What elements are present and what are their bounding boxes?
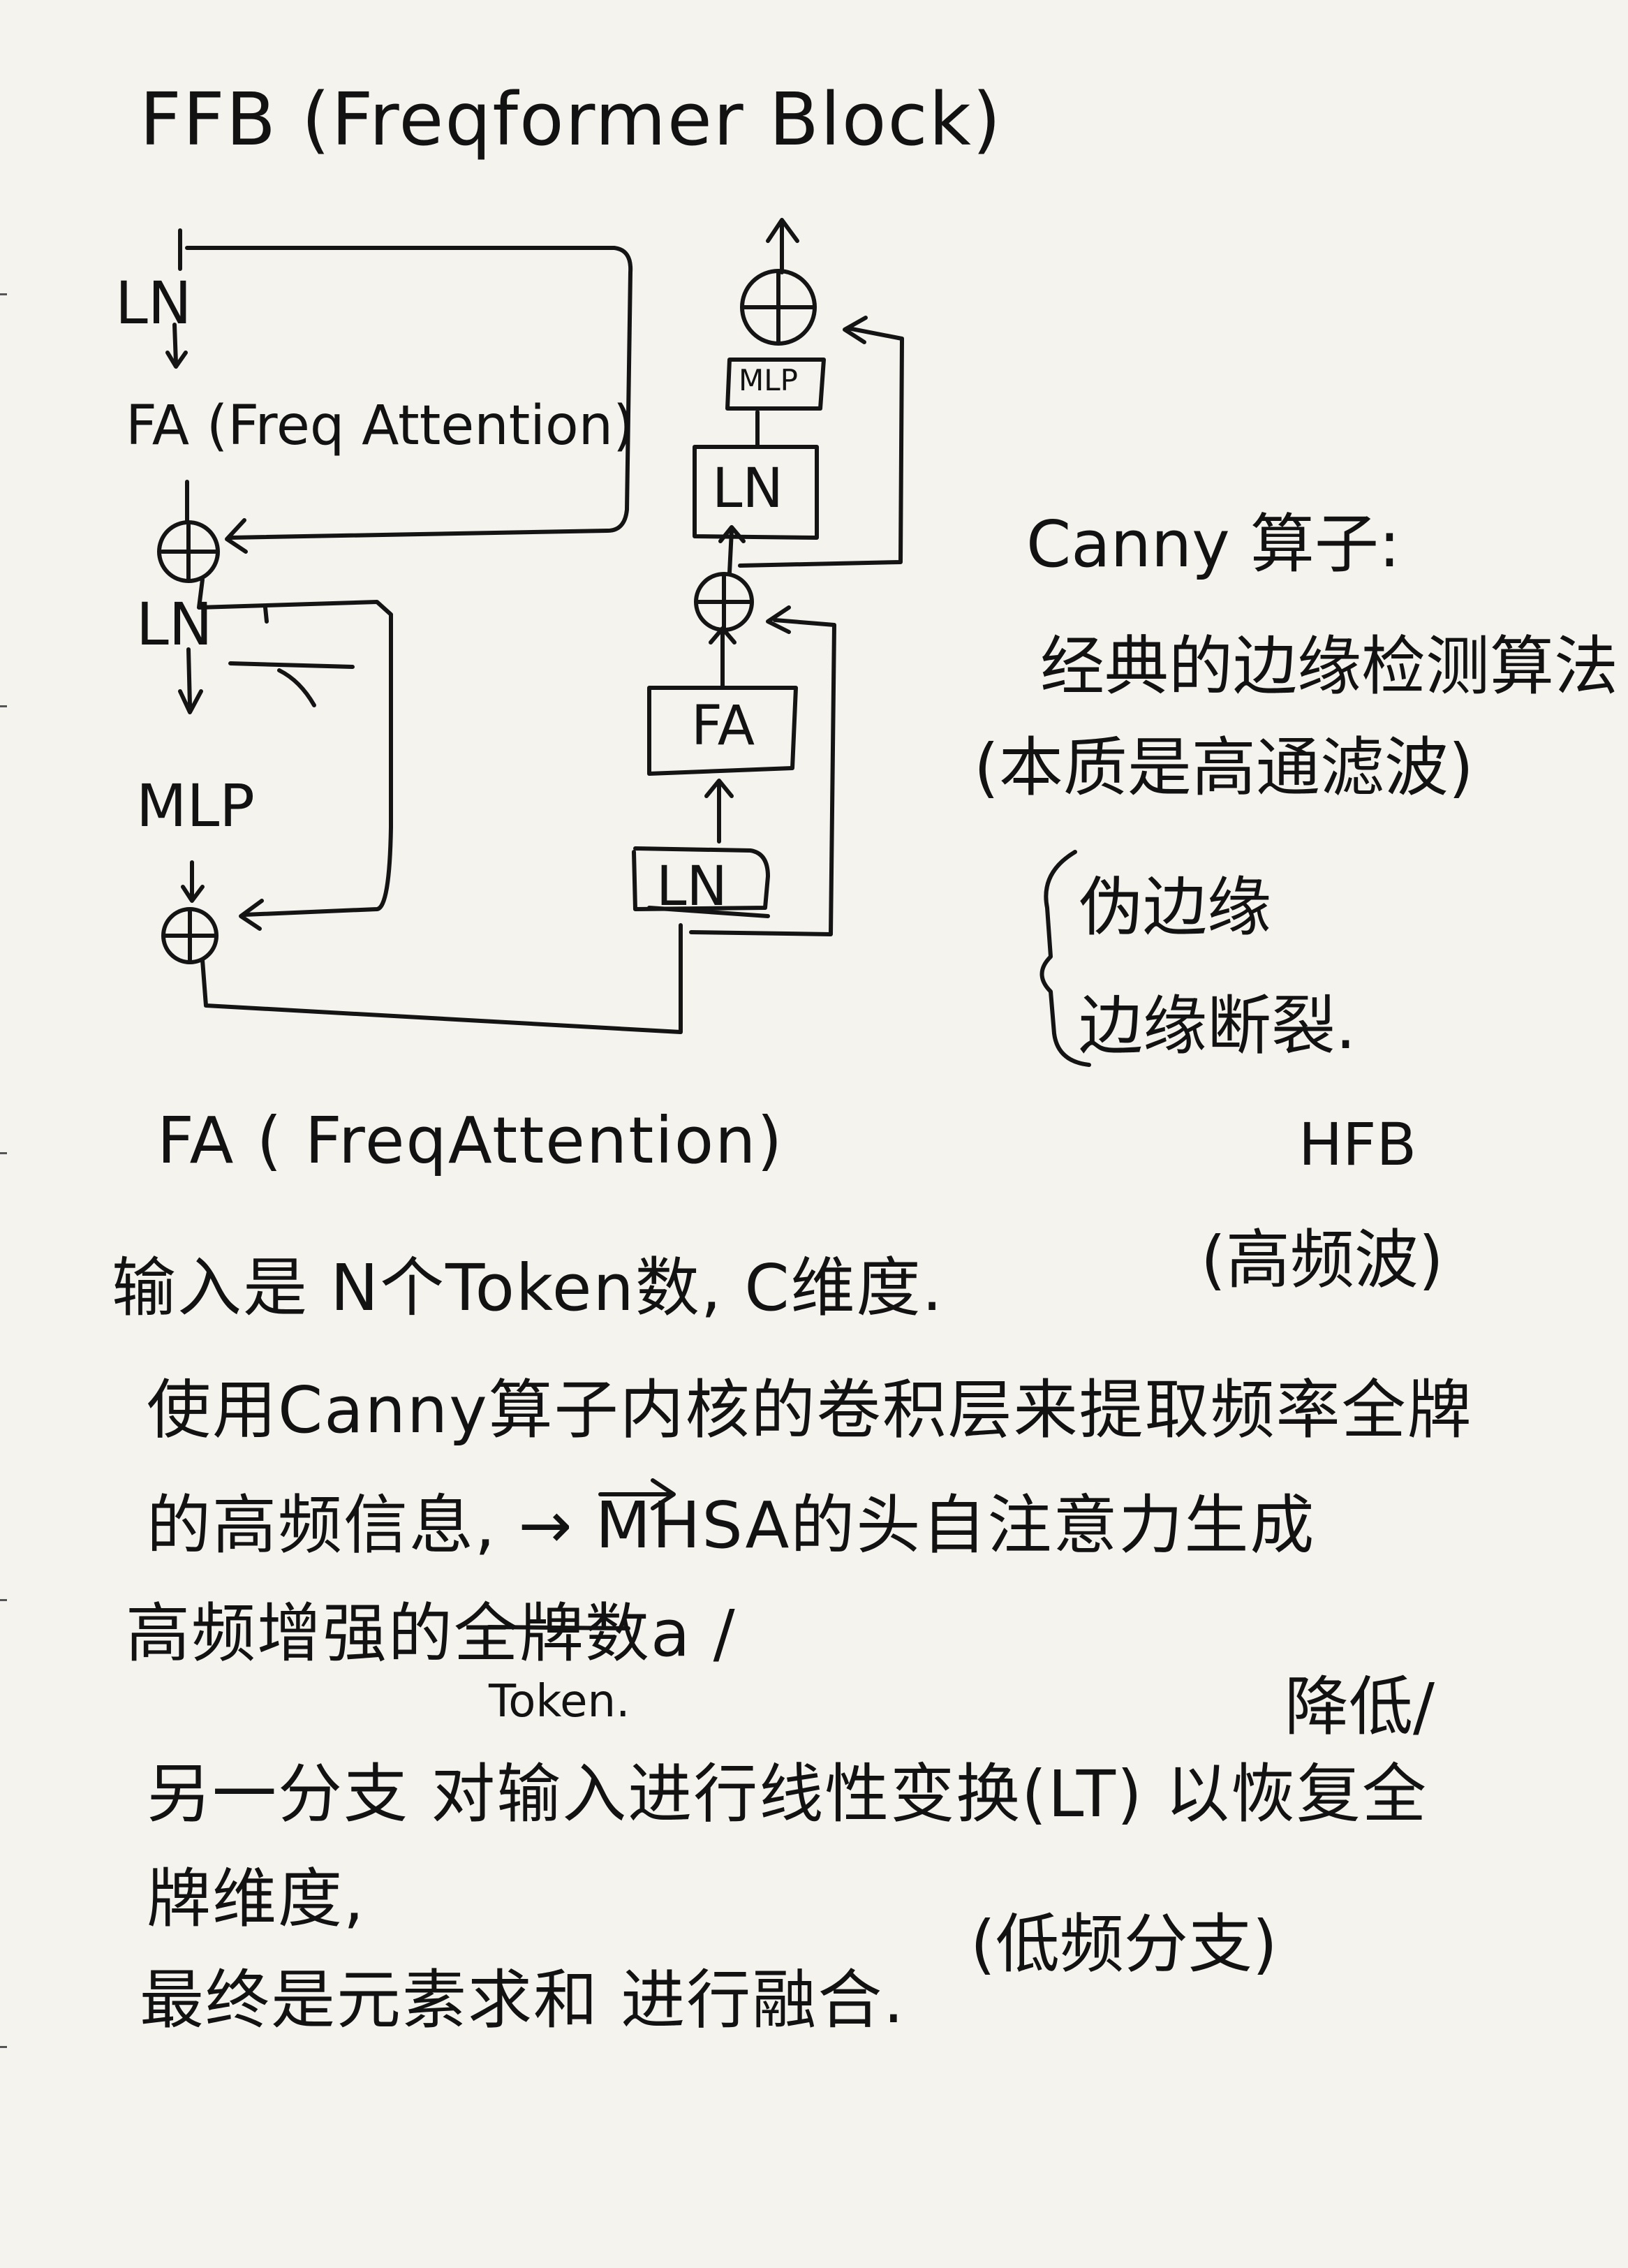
side-note: 降低/ xyxy=(1285,1670,1435,1744)
left-fa-label: FA (Freq Attention) xyxy=(126,395,635,457)
ln-box-top xyxy=(693,445,819,540)
margin-tick xyxy=(0,1599,7,1601)
canny-line1: 经典的边缘检测算法 xyxy=(1040,629,1619,704)
fa-line1: 输入是 N个Token数, C维度. xyxy=(112,1251,944,1325)
page-title: FFB (Freqformer Block) xyxy=(140,77,1002,162)
fa-line4: 高频增强的全牌数a / xyxy=(126,1596,737,1671)
fa-line5: 另一分支 对输入进行线性变换(LT) 以恢复全 xyxy=(147,1757,1428,1832)
canny-issue2: 边缘断裂. xyxy=(1079,989,1356,1063)
right-mlp-label: MLP xyxy=(739,363,798,397)
mlp-box xyxy=(725,358,826,411)
margin-tick xyxy=(0,2046,7,2048)
token-note: Token. xyxy=(489,1676,630,1728)
right-fa-label: FA xyxy=(691,695,755,758)
ln-box-bottom xyxy=(632,846,770,911)
margin-tick xyxy=(0,1152,7,1154)
left-mlp-label: MLP xyxy=(136,772,255,840)
right-ln-bottom-label: LN xyxy=(656,855,727,918)
hfb-note: (高频波) xyxy=(1201,1223,1444,1297)
fa-box xyxy=(647,686,798,776)
canny-title: Canny 算子: xyxy=(1026,507,1400,582)
fa-line2: 使用Canny算子内核的卷积层来提取频率全牌 xyxy=(147,1373,1473,1448)
canny-issue1: 伪边缘 xyxy=(1079,870,1272,945)
right-ln-top-label: LN xyxy=(712,457,783,520)
fa-line3: 的高频信息, → MHSA的头自注意力生成 xyxy=(147,1488,1316,1563)
fa-heading: FA ( FreqAttention) xyxy=(157,1103,784,1178)
margin-tick xyxy=(0,293,7,295)
fa-line7: 最终是元素求和 进行融合. xyxy=(140,1963,905,2038)
left-ln-top-label: LN xyxy=(115,269,192,337)
canny-line2: (本质是高通滤波) xyxy=(974,730,1474,805)
hfb-label: HFB xyxy=(1298,1110,1417,1179)
fa-line6: 牌维度, xyxy=(147,1862,366,1936)
low-branch-note: (低频分支) xyxy=(970,1907,1278,1982)
margin-tick xyxy=(0,705,7,707)
left-ln-mid-label: LN xyxy=(136,590,213,658)
